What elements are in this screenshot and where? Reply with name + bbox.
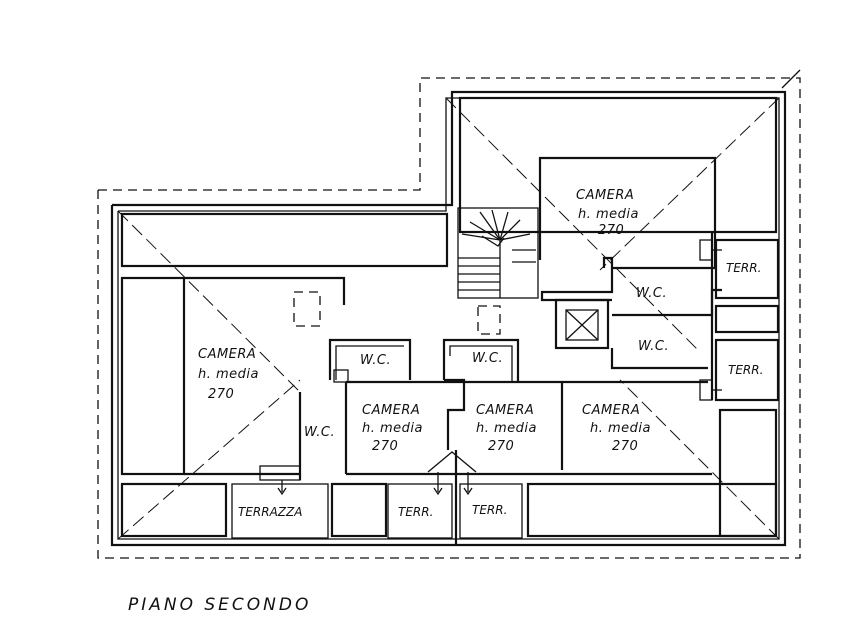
- terr-bottom-left: [387, 483, 453, 539]
- terr-label-bottom-left: TERR.: [398, 505, 433, 519]
- camera-top-height-label: h. media: [578, 207, 639, 222]
- bottom-right-strip: [526, 482, 778, 538]
- diagonal: [599, 97, 780, 271]
- wc-label-right-top: W.C.: [636, 286, 667, 301]
- inner-wall-line: [117, 97, 780, 540]
- terr-label-right-bottom: TERR.: [728, 363, 763, 377]
- plan-title: PIANO SECONDO: [128, 595, 311, 615]
- skylight-left: [293, 291, 321, 327]
- top-left-strip: [120, 212, 449, 268]
- camera-mid-left-height-label: h. media: [362, 421, 423, 436]
- door-right-bottom: [699, 379, 722, 401]
- diagonal: [445, 97, 701, 353]
- terr-label-right-top: TERR.: [726, 261, 761, 275]
- camera-right-height-label: h. media: [590, 421, 651, 436]
- wc-right-bottom-walls: [610, 348, 708, 370]
- roof-corner-line: [781, 69, 801, 89]
- left-side-strip: [120, 276, 186, 476]
- wc-center-left-fixture: [333, 369, 349, 383]
- skylight-mid: [477, 305, 501, 335]
- camera-mid-right-name: CAMERA: [476, 403, 534, 418]
- camera-mid-left-height-value: 270: [372, 439, 398, 454]
- wc-center-left-inner: [335, 345, 404, 380]
- door-right-top: [699, 239, 722, 261]
- mid-center-partition: [444, 378, 466, 450]
- door-arrows-center: [427, 451, 477, 496]
- lift-shaft: [554, 298, 610, 350]
- terrazza-label: TERRAZZA: [238, 505, 302, 519]
- staircase: [457, 207, 539, 299]
- diagonal: [117, 210, 301, 393]
- camera-left-name: CAMERA: [198, 347, 256, 362]
- terr-bottom-right: [459, 483, 523, 539]
- camera-left-height-value: 270: [208, 387, 234, 402]
- camera-mid-right-height-value: 270: [488, 439, 514, 454]
- diagonal: [619, 379, 780, 540]
- roof-outline: [97, 77, 801, 559]
- wc-center-right-inner: [449, 345, 513, 382]
- wc-label-center-right: W.C.: [472, 351, 503, 366]
- camera-top-name: CAMERA: [576, 188, 634, 203]
- terr-right-mid: [714, 304, 780, 334]
- bottom-left-terrace: [120, 482, 228, 538]
- wc-center-left-walls: [328, 338, 412, 380]
- terrazza-box: [231, 483, 329, 539]
- right-lower-strip: [718, 408, 778, 538]
- camera-left-height-label: h. media: [198, 367, 259, 382]
- wc-label-left: W.C.: [304, 425, 335, 440]
- camera-top-height-value: 270: [598, 223, 624, 238]
- left-room-walls: [184, 276, 346, 305]
- terr-right-top: [714, 238, 780, 300]
- camera-mid-right-height-label: h. media: [476, 421, 537, 436]
- wc-label-right-mid: W.C.: [638, 339, 669, 354]
- top-right-block: [458, 96, 778, 234]
- wc-center-right-walls: [442, 338, 520, 382]
- wc-label-center-left: W.C.: [360, 353, 391, 368]
- wc-right-top-walls: [540, 268, 614, 302]
- door-arrow-terrazza: [259, 465, 301, 496]
- terr-label-bottom-right: TERR.: [472, 503, 507, 517]
- bottom-mid-block: [330, 482, 388, 538]
- camera-right-height-value: 270: [612, 439, 638, 454]
- outer-wall: [110, 90, 787, 547]
- diagonal: [117, 379, 301, 540]
- camera-mid-left-name: CAMERA: [362, 403, 420, 418]
- camera-right-name: CAMERA: [582, 403, 640, 418]
- terr-right-bottom: [714, 338, 780, 402]
